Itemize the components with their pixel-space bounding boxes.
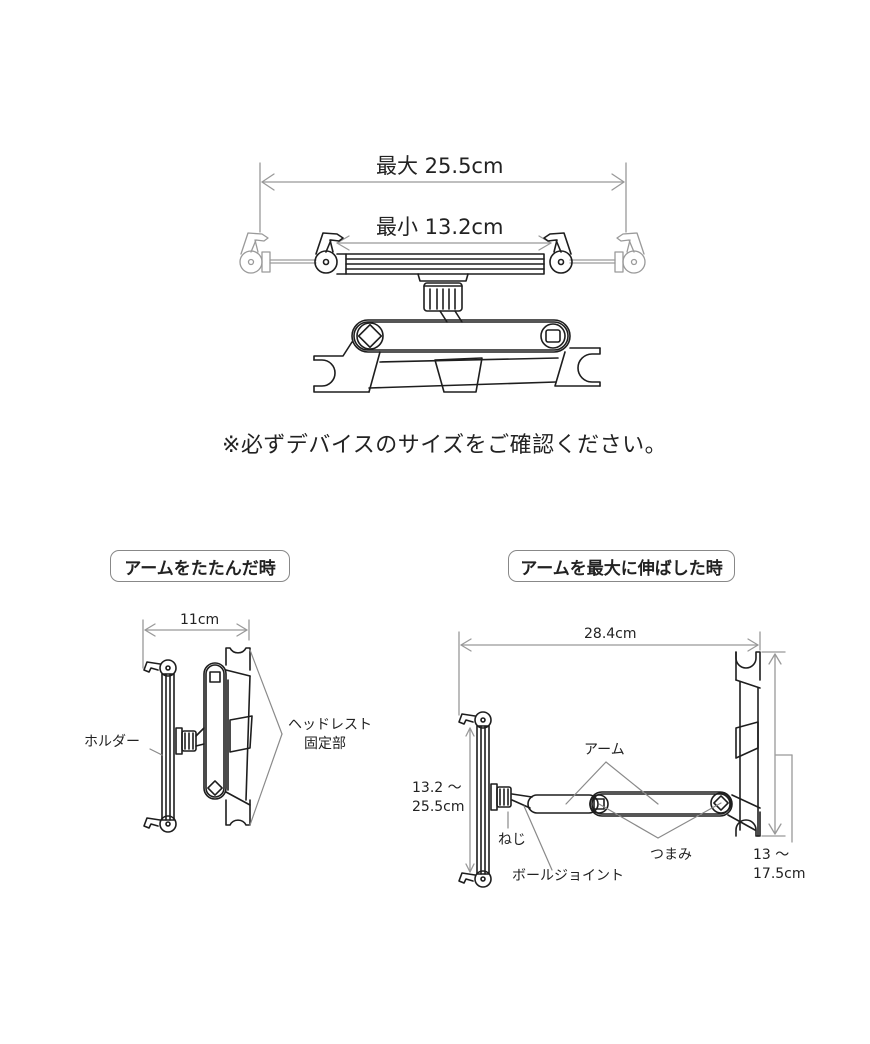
extended-view-title: アームを最大に伸ばした時 <box>508 550 735 582</box>
folded-depth-label: 11cm <box>180 612 220 628</box>
folded-holder <box>143 659 205 833</box>
folded-leader-lines <box>149 649 283 826</box>
extended-arm <box>527 791 761 831</box>
extended-holder <box>458 711 533 888</box>
arm-label: アーム <box>584 742 625 758</box>
ghost-clamp-left <box>239 232 317 274</box>
clamp-range-line2: 17.5cm <box>753 866 806 882</box>
holder-range-line1: 13.2 ～ <box>412 780 462 796</box>
clamp-range-dimension <box>761 651 793 843</box>
device-size-note: ※必ずデバイスのサイズをご確認ください。 <box>222 433 668 458</box>
folded-arm-bracket <box>203 647 253 826</box>
min-width-dimension <box>336 235 552 251</box>
ball-joint-label: ボールジョイント <box>512 868 624 884</box>
holder-label: ホルダー <box>84 734 140 750</box>
knob-label: つまみ <box>650 847 692 863</box>
extended-length-label: 28.4cm <box>584 626 637 642</box>
folded-depth-dimension <box>142 619 250 669</box>
max-width-dimension <box>259 162 627 233</box>
extended-leader-lines <box>507 761 722 871</box>
arm-bracket-top <box>313 319 601 393</box>
max-width-label: 最大 25.5cm <box>376 154 504 178</box>
holder-bar-top <box>314 232 573 323</box>
screw-label: ねじ <box>498 832 526 848</box>
extended-length-dimension <box>458 631 761 716</box>
headrest-label-line2: 固定部 <box>304 736 346 752</box>
holder-range-line2: 25.5cm <box>412 799 465 815</box>
folded-view-title: アームをたたんだ時 <box>110 550 290 582</box>
min-width-label: 最小 13.2cm <box>376 215 504 239</box>
headrest-label-line1: ヘッドレスト <box>288 717 372 733</box>
extended-headrest-bracket <box>735 651 761 837</box>
holder-range-dimension <box>465 727 475 873</box>
clamp-range-line1: 13 ～ <box>753 847 790 863</box>
ghost-clamp-right <box>569 232 646 274</box>
